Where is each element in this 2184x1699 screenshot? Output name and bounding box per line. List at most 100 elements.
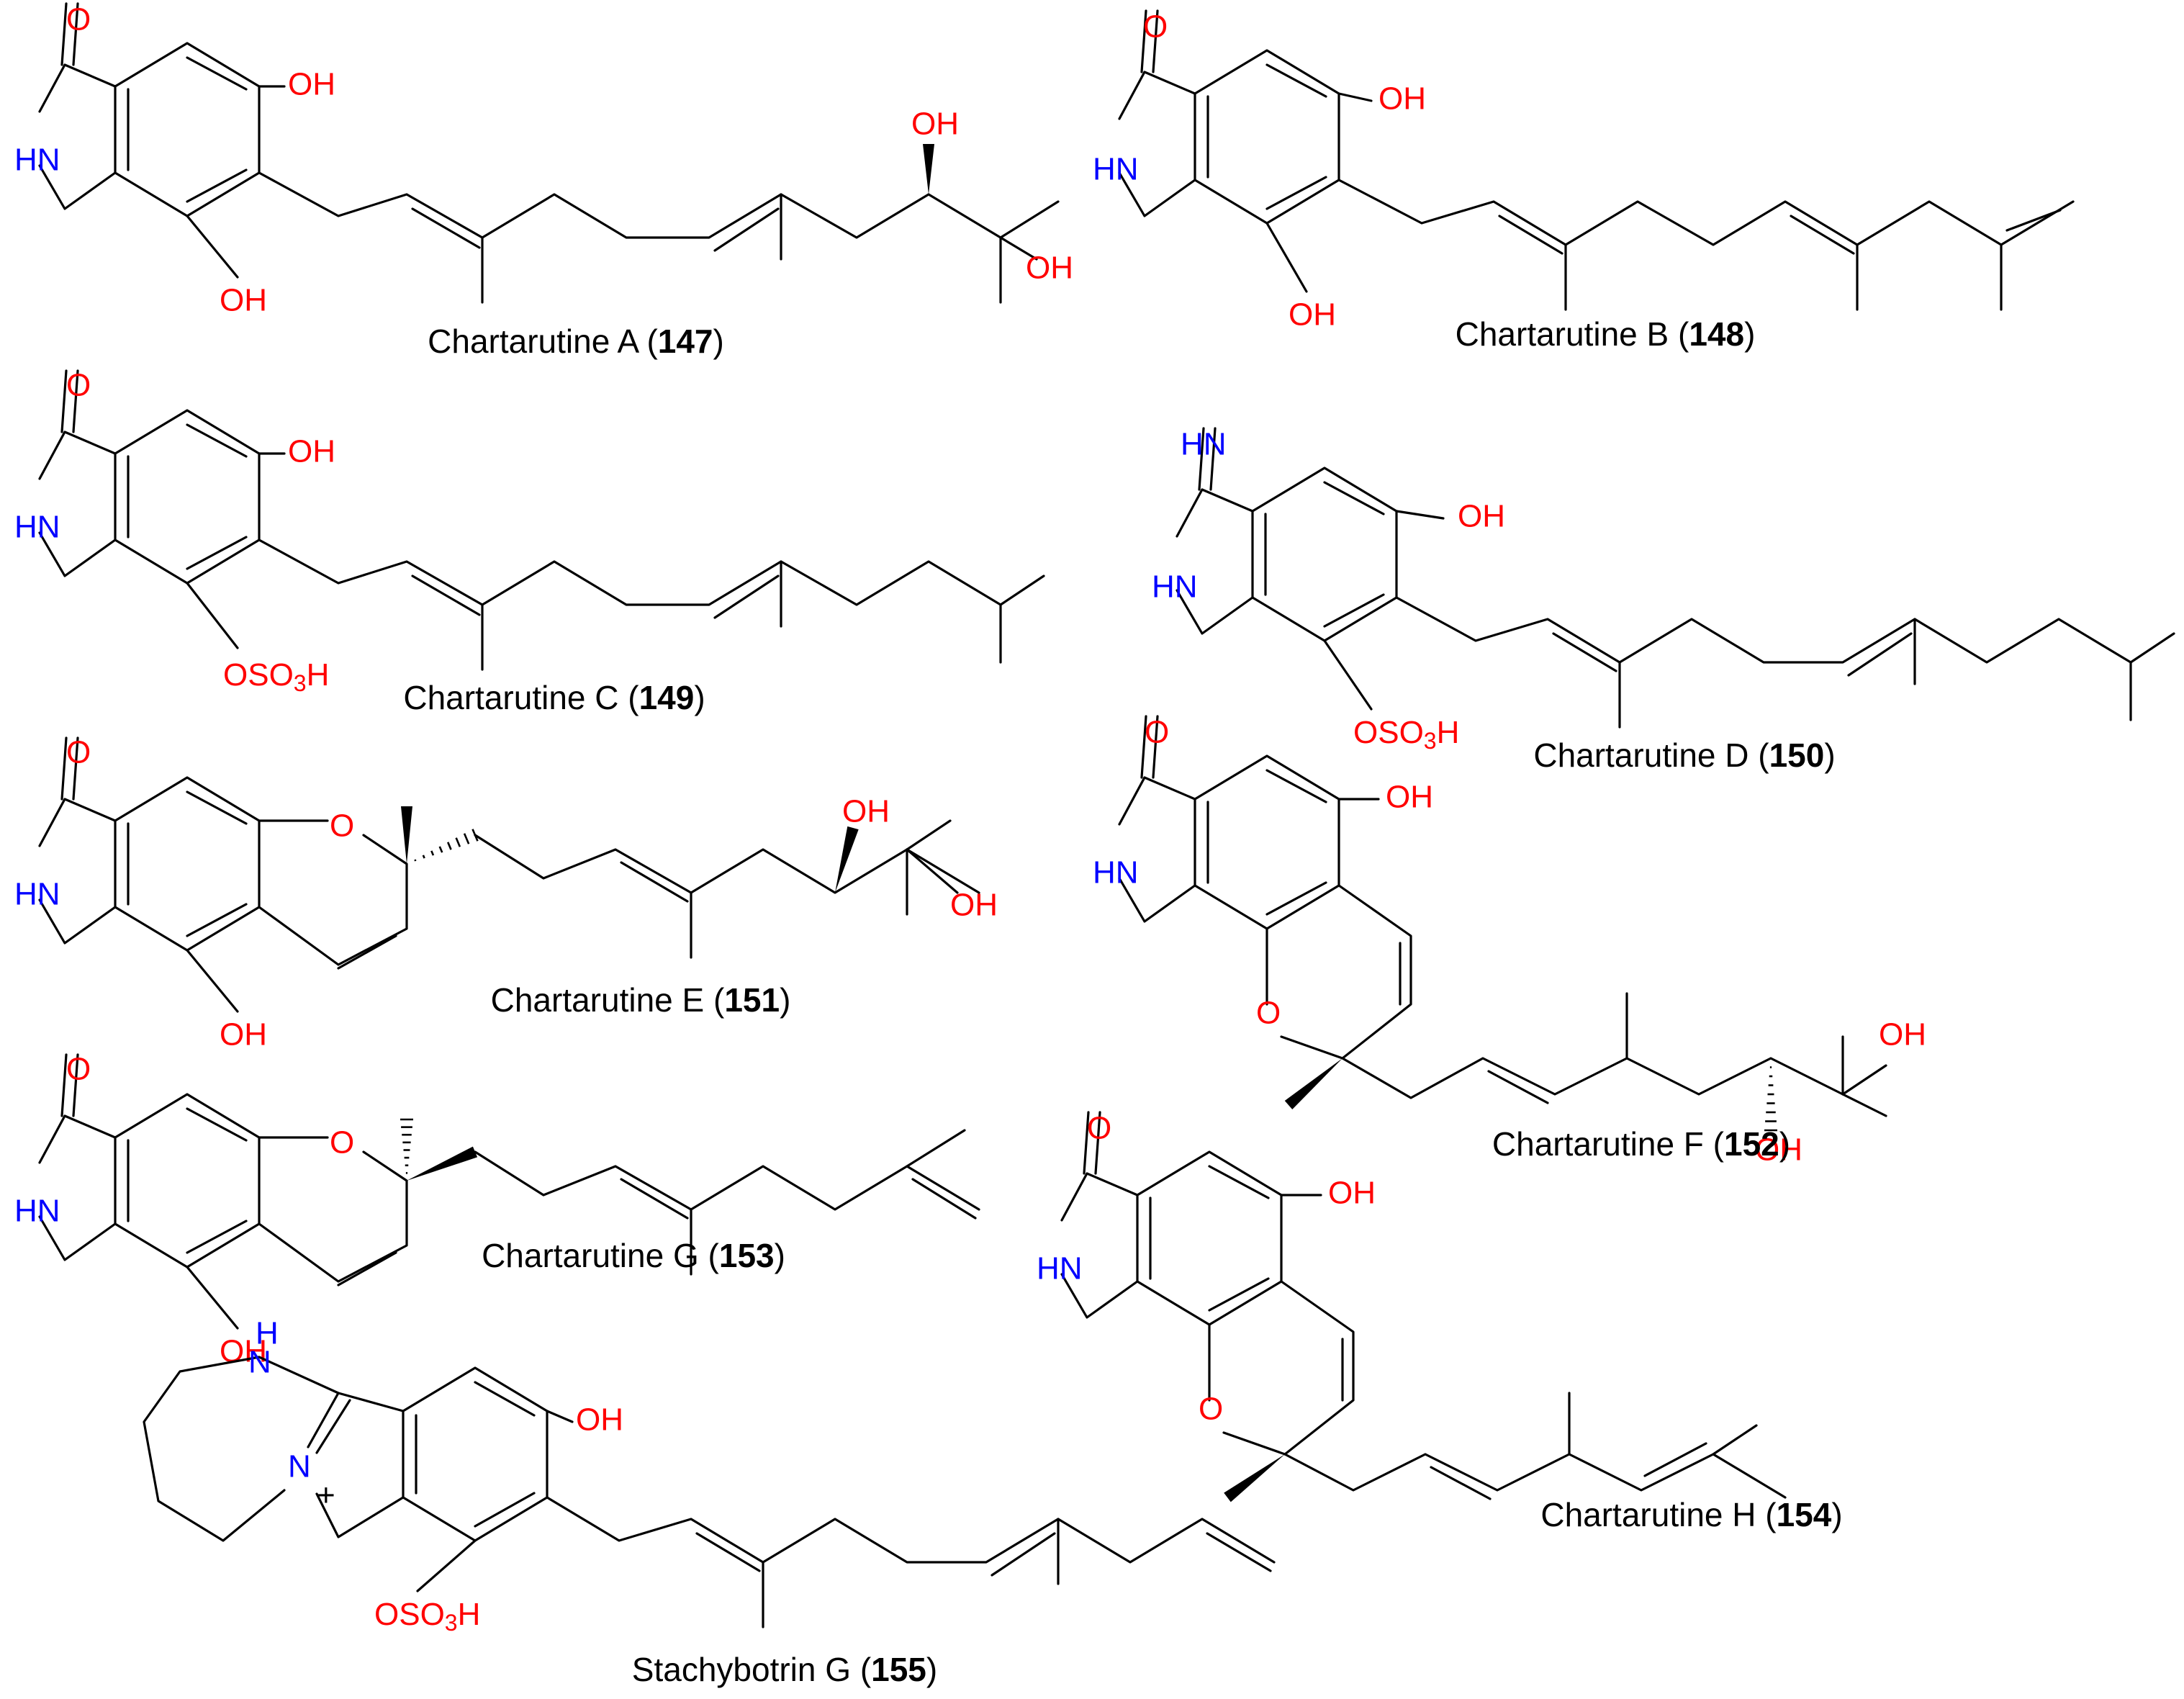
bond bbox=[1265, 63, 1327, 98]
bond bbox=[1136, 1150, 1283, 1326]
bond bbox=[1280, 884, 1412, 1060]
oxygen-label: O bbox=[330, 1125, 354, 1161]
bond bbox=[546, 1496, 1276, 1564]
bond bbox=[620, 861, 689, 903]
hash-bond bbox=[446, 842, 452, 850]
caption-147: Chartarutine A (147) bbox=[428, 323, 724, 360]
hydroxyl-label: OH bbox=[220, 283, 267, 318]
hash-bond bbox=[430, 850, 435, 856]
oxygen-label: O bbox=[1256, 996, 1281, 1031]
bond bbox=[474, 1492, 536, 1528]
oxygen-label: O bbox=[66, 368, 91, 403]
bond bbox=[1265, 769, 1327, 803]
nh-label: HN bbox=[1093, 855, 1139, 891]
bond bbox=[186, 215, 239, 279]
bond bbox=[1251, 467, 1398, 642]
bond bbox=[411, 574, 481, 616]
hydroxyl-label: OH bbox=[288, 434, 335, 469]
bond bbox=[1140, 9, 1147, 73]
bond bbox=[1176, 488, 1204, 538]
imine-nh-label: HN bbox=[1181, 427, 1227, 462]
nh-label: HN bbox=[1037, 1251, 1083, 1286]
hydroxyl-label: OH bbox=[1386, 780, 1433, 815]
bond bbox=[1323, 481, 1385, 515]
bond bbox=[186, 1220, 248, 1254]
bond bbox=[63, 1114, 117, 1139]
bond bbox=[1341, 1057, 1844, 1099]
hydroxyl-label: OH bbox=[1879, 1017, 1926, 1053]
caption-153: Chartarutine G (153) bbox=[482, 1237, 785, 1274]
bond bbox=[1498, 215, 1563, 255]
bond bbox=[186, 56, 248, 91]
hydroxyl-label: OH bbox=[1378, 81, 1426, 117]
bond bbox=[186, 536, 248, 570]
bond bbox=[114, 42, 261, 217]
bond bbox=[1193, 49, 1340, 225]
bond bbox=[72, 369, 79, 433]
osulfate-label: OSO3H bbox=[223, 657, 329, 697]
bond bbox=[1118, 171, 1196, 217]
bond bbox=[1790, 215, 1855, 255]
bond bbox=[1643, 1442, 1707, 1477]
wedge-bond bbox=[835, 826, 859, 893]
caption-148: Chartarutine B (148) bbox=[1456, 315, 1756, 353]
bond bbox=[1712, 1424, 1758, 1456]
bond bbox=[906, 1129, 966, 1168]
bond bbox=[1140, 715, 1147, 779]
bond bbox=[416, 1539, 477, 1592]
oxygen-label: O bbox=[1143, 9, 1168, 45]
caption-149: Chartarutine C (149) bbox=[403, 679, 705, 716]
bond bbox=[1198, 427, 1205, 491]
bond bbox=[63, 798, 117, 822]
bond bbox=[1086, 1172, 1139, 1196]
bond bbox=[60, 2, 68, 66]
bond bbox=[38, 1114, 66, 1164]
n-label: N bbox=[248, 1345, 271, 1380]
bond bbox=[1060, 1273, 1139, 1319]
bond bbox=[186, 168, 248, 203]
bond bbox=[620, 1178, 689, 1220]
bond bbox=[307, 1392, 340, 1448]
bond bbox=[143, 1356, 340, 1542]
bond bbox=[186, 1107, 248, 1142]
bond bbox=[474, 1381, 536, 1417]
bond bbox=[1193, 754, 1340, 930]
oxygen-label: O bbox=[66, 1052, 91, 1087]
bond bbox=[258, 1150, 408, 1283]
bond bbox=[999, 574, 1045, 606]
wedge-bond bbox=[1284, 1058, 1343, 1110]
bond bbox=[1083, 1111, 1090, 1175]
hydroxyl-label: OH bbox=[220, 1017, 267, 1053]
bond bbox=[1152, 9, 1159, 73]
bond bbox=[38, 63, 66, 113]
bond bbox=[186, 903, 248, 937]
bond bbox=[546, 1410, 574, 1423]
bond bbox=[315, 1492, 405, 1538]
hydroxyl-label: OH bbox=[842, 794, 890, 829]
plus-charge: + bbox=[317, 1478, 335, 1513]
bond bbox=[999, 236, 1038, 261]
bond bbox=[258, 834, 408, 966]
bond bbox=[1395, 510, 1445, 520]
nh-label: HN bbox=[14, 1194, 60, 1229]
bond bbox=[1118, 71, 1146, 120]
caption-151: Chartarutine E (151) bbox=[491, 981, 791, 1019]
bond bbox=[72, 736, 79, 801]
bond bbox=[258, 538, 1002, 606]
nh-label: HN bbox=[14, 877, 60, 912]
bond bbox=[60, 736, 68, 801]
bond bbox=[72, 2, 79, 66]
bond bbox=[695, 1532, 761, 1572]
bond bbox=[906, 848, 959, 894]
wedge-bond bbox=[923, 144, 934, 194]
bond bbox=[1176, 589, 1254, 635]
hydroxyl-label: OH bbox=[950, 888, 998, 923]
bond bbox=[1265, 881, 1327, 916]
bond bbox=[2129, 632, 2175, 664]
bond bbox=[1552, 632, 1617, 672]
wedge-bond bbox=[401, 806, 412, 864]
